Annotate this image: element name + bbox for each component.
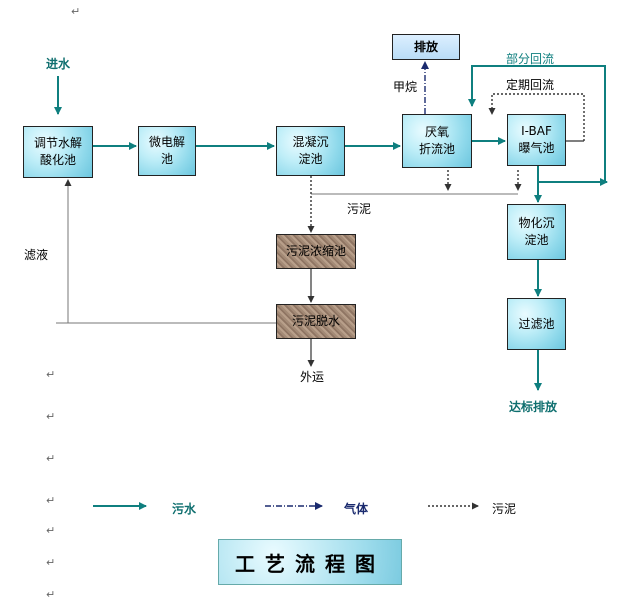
diagram-title: 工艺流程图: [235, 551, 385, 576]
periodic-return-label: 定期回流: [506, 78, 555, 92]
compliant-discharge-label: 达标排放: [509, 400, 558, 414]
diagram-title-box: 工艺流程图: [218, 539, 402, 585]
legend-sludge-label: 污泥: [492, 502, 517, 516]
partial-return-label: 部分回流: [506, 52, 555, 66]
inlet-label: 进水: [46, 57, 71, 71]
tiaojie-tank: 调节水解 酸化池: [23, 126, 93, 178]
periodic-return: [488, 93, 585, 141]
filtrate-return: [64, 179, 276, 324]
tuoshui-unit: 污泥脱水: [276, 304, 356, 339]
return-mark: ↵: [46, 410, 56, 423]
yanyang-tank: 厌氧 折流池: [402, 114, 472, 168]
return-mark: ↵: [46, 524, 56, 537]
legend-gas-label: 气体: [344, 502, 369, 516]
partial-return: [468, 65, 606, 182]
weidian-tank: 微电解 池: [138, 126, 196, 176]
hunning-tank: 混凝沉 淀池: [276, 126, 345, 176]
return-mark: ↵: [46, 452, 56, 465]
guolv-tank: 过滤池: [507, 298, 566, 350]
nongsuo-tank: 污泥浓缩池: [276, 234, 356, 269]
filtrate-label: 滤液: [24, 248, 49, 262]
sludge-label: 污泥: [347, 202, 372, 216]
wuhua-tank: 物化沉 淀池: [507, 204, 566, 260]
haul-out-label: 外运: [300, 370, 325, 384]
methane-label: 甲烷: [393, 80, 418, 94]
ibaf-tank: I-BAF 曝气池: [507, 114, 566, 166]
return-mark: ↵: [46, 494, 56, 507]
return-mark: ↵: [46, 368, 56, 381]
return-mark: ↵: [46, 556, 56, 569]
return-mark: ↵: [46, 588, 56, 601]
return-mark: ↵: [71, 5, 81, 18]
discharge-box: 排放: [392, 34, 460, 60]
legend-water-label: 污水: [172, 502, 197, 516]
